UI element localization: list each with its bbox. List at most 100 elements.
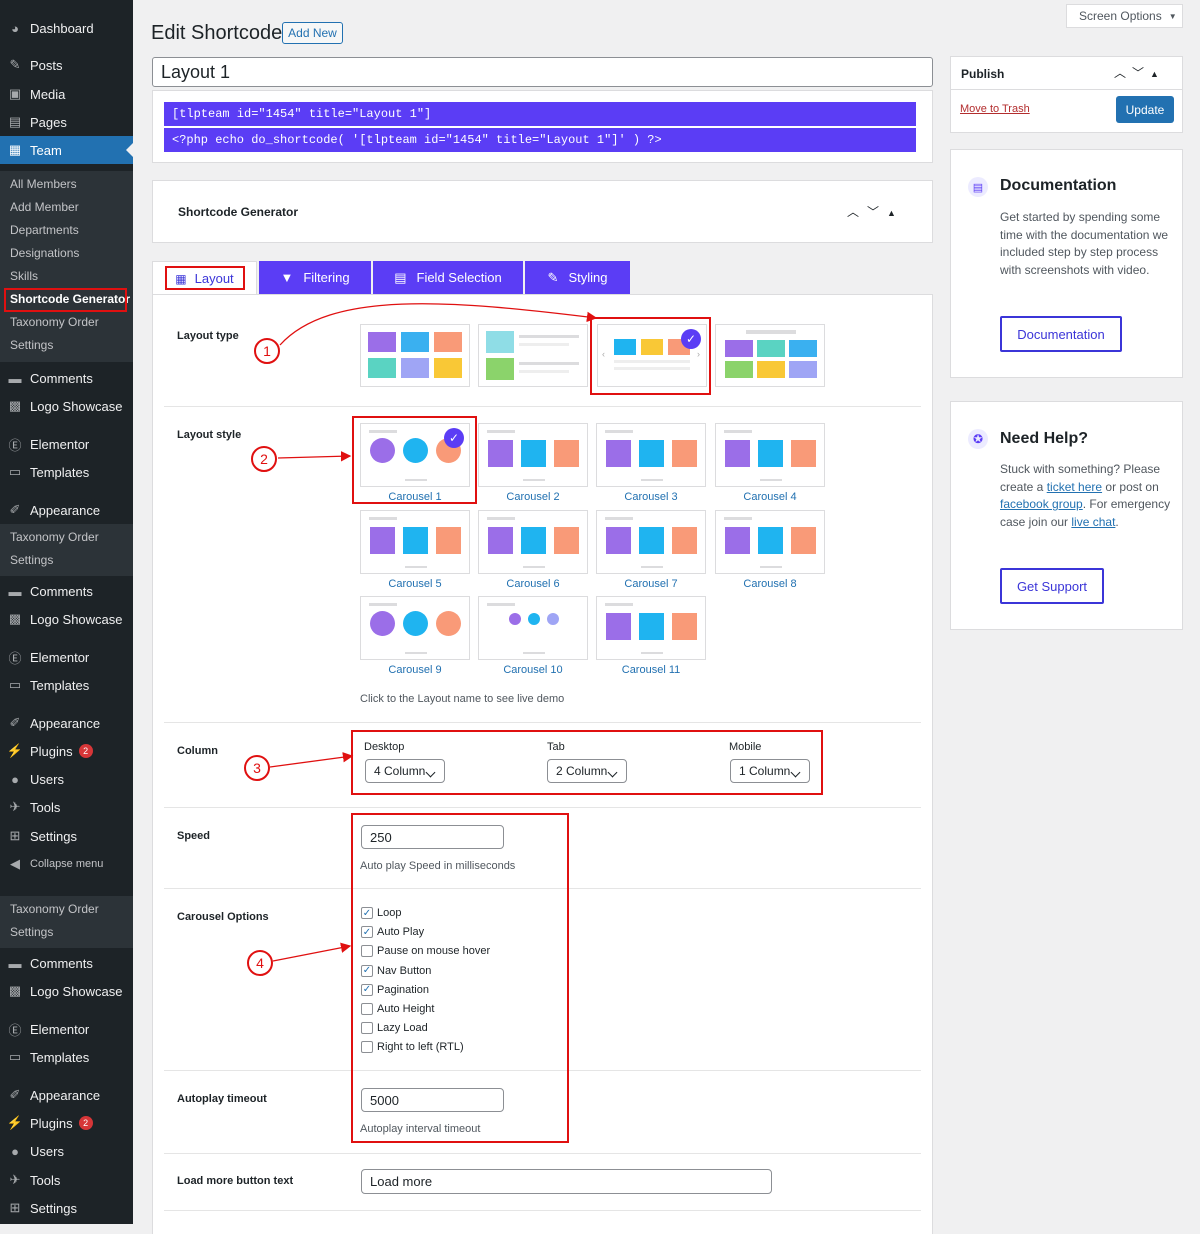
menu-item-templates-2[interactable]: ▭Templates [0,671,133,699]
title-input[interactable]: Layout 1 [152,57,933,87]
menu-item-team[interactable]: ▦Team [0,136,133,164]
checkbox[interactable]: ✓ [361,926,373,939]
menu-item-logo-showcase-2[interactable]: ▩Logo Showcase [0,605,133,633]
carousel-thumb[interactable] [596,423,706,487]
speed-input[interactable]: 250 [361,825,504,849]
menu-item-tools[interactable]: ✈Tools [0,793,133,821]
php-code-text[interactable]: <?php echo do_shortcode( '[tlpteam id="1… [164,128,916,152]
menu-item-templates[interactable]: ▭Templates [0,458,133,486]
menu-item-collapse[interactable]: ◀Collapse menu [0,850,133,878]
submenu-item-taxonomy-order[interactable]: Taxonomy Order [10,529,99,544]
checkbox[interactable] [361,1041,373,1054]
layout-type-grid[interactable] [360,324,470,387]
screen-options-button[interactable]: Screen Options▼ [1066,4,1183,28]
menu-item-templates-3[interactable]: ▭Templates [0,1043,133,1071]
submenu-item-settings[interactable]: Settings [10,924,54,939]
desktop-column-select[interactable]: 4 Column [365,759,445,783]
option-auto-height[interactable]: Auto Height [361,1003,434,1015]
layout-type-list[interactable] [478,324,588,387]
carousel-thumb[interactable] [715,423,825,487]
option-loop[interactable]: ✓Loop [361,907,401,919]
documentation-button[interactable]: Documentation [1000,316,1122,352]
submenu-item-settings[interactable]: Settings [10,337,54,352]
carousel-thumb[interactable] [478,510,588,574]
carousel-name-link[interactable]: Carousel 9 [388,664,442,676]
checkbox[interactable] [361,945,373,958]
menu-item-comments-2[interactable]: ▬Comments [0,577,133,605]
triangle-up-icon[interactable]: ▲ [887,208,904,218]
carousel-name-link[interactable]: Carousel 10 [503,664,563,676]
carousel-thumb[interactable] [478,423,588,487]
carousel-name-link[interactable]: Carousel 3 [624,491,678,503]
carousel-name-link[interactable]: Carousel 5 [388,578,442,590]
checkbox[interactable]: ✓ [361,964,373,977]
load-more-input[interactable]: Load more [361,1169,772,1194]
carousel-thumb[interactable] [596,596,706,660]
carousel-name-link[interactable]: Carousel 4 [743,491,797,503]
carousel-thumb[interactable] [596,510,706,574]
tab-column-select[interactable]: 2 Column [547,759,627,783]
option-auto-play[interactable]: ✓Auto Play [361,926,424,939]
menu-item-appearance[interactable]: ✐Appearance [0,496,133,524]
carousel-thumb[interactable] [360,510,470,574]
checkbox[interactable] [361,1022,373,1035]
live-chat-link[interactable]: live chat [1071,514,1116,529]
move-to-trash-link[interactable]: Move to Trash [960,103,1030,115]
menu-item-tools-2[interactable]: ✈Tools [0,1166,133,1194]
menu-item-appearance-2[interactable]: ✐Appearance [0,709,133,737]
submenu-item-departments[interactable]: Departments [10,222,79,237]
option-nav-button[interactable]: ✓Nav Button [361,964,431,977]
option-pagination[interactable]: ✓Pagination [361,983,429,996]
mobile-column-select[interactable]: 1 Column [730,759,810,783]
menu-item-logo-showcase[interactable]: ▩Logo Showcase [0,392,133,420]
menu-item-comments[interactable]: ▬Comments [0,364,133,392]
carousel-thumb[interactable] [360,596,470,660]
add-new-button[interactable]: Add New [282,22,343,44]
menu-item-appearance-3[interactable]: ✐Appearance [0,1081,133,1109]
submenu-item-shortcode-generator[interactable]: Shortcode Generator [10,291,131,306]
facebook-group-link[interactable]: facebook group [1000,497,1083,511]
menu-item-settings[interactable]: ⊞Settings [0,822,133,850]
chevron-down-icon[interactable]: ﹀ [1132,66,1151,80]
menu-item-posts[interactable]: ✎Posts [0,51,133,79]
tab-field-selection[interactable]: ▤Field Selection [373,261,523,294]
submenu-item-skills[interactable]: Skills [10,268,39,283]
chevron-up-icon[interactable]: ︿ [847,205,868,219]
carousel-name-link[interactable]: Carousel 2 [506,491,560,503]
chevron-down-icon[interactable]: ﹀ [867,205,888,219]
menu-item-logo-showcase-3[interactable]: ▩Logo Showcase [0,977,133,1005]
tab-filtering[interactable]: ▼Filtering [259,261,371,294]
submenu-item-add-member[interactable]: Add Member [10,199,79,214]
option-pause-on-mouse-hover[interactable]: Pause on mouse hover [361,945,490,958]
tab-styling[interactable]: ✎Styling [525,261,630,294]
carousel-name-link[interactable]: Carousel 11 [621,664,681,676]
carousel-thumb[interactable] [478,596,588,660]
submenu-item-taxonomy-order[interactable]: Taxonomy Order [10,901,99,916]
triangle-up-icon[interactable]: ▲ [1150,69,1165,79]
update-button[interactable]: Update [1116,96,1174,123]
layout-type-isotope[interactable] [715,324,825,387]
ticket-link[interactable]: ticket here [1046,479,1103,494]
menu-item-settings-2[interactable]: ⊞Settings [0,1194,133,1222]
carousel-name-link[interactable]: Carousel 7 [624,578,678,590]
carousel-thumb[interactable] [715,510,825,574]
chevron-up-icon[interactable]: ︿ [1114,66,1133,80]
submenu-item-taxonomy-order[interactable]: Taxonomy Order [10,314,99,329]
checkbox[interactable]: ✓ [361,983,373,996]
checkbox[interactable]: ✓ [361,907,373,919]
option-lazy-load[interactable]: Lazy Load [361,1022,428,1035]
menu-item-comments-3[interactable]: ▬Comments [0,949,133,977]
carousel-name-link[interactable]: Carousel 6 [506,578,560,590]
submenu-item-designations[interactable]: Designations [10,245,80,260]
menu-item-media[interactable]: ▣Media [0,80,133,108]
menu-item-users-2[interactable]: ●Users [0,1137,133,1165]
menu-item-pages[interactable]: ▤Pages [0,108,133,136]
menu-item-dashboard[interactable]: ◕Dashboard [0,14,133,42]
menu-item-users[interactable]: ●Users [0,765,133,793]
autoplay-timeout-input[interactable]: 5000 [361,1088,504,1112]
carousel-name-link[interactable]: Carousel 1 [388,491,442,503]
